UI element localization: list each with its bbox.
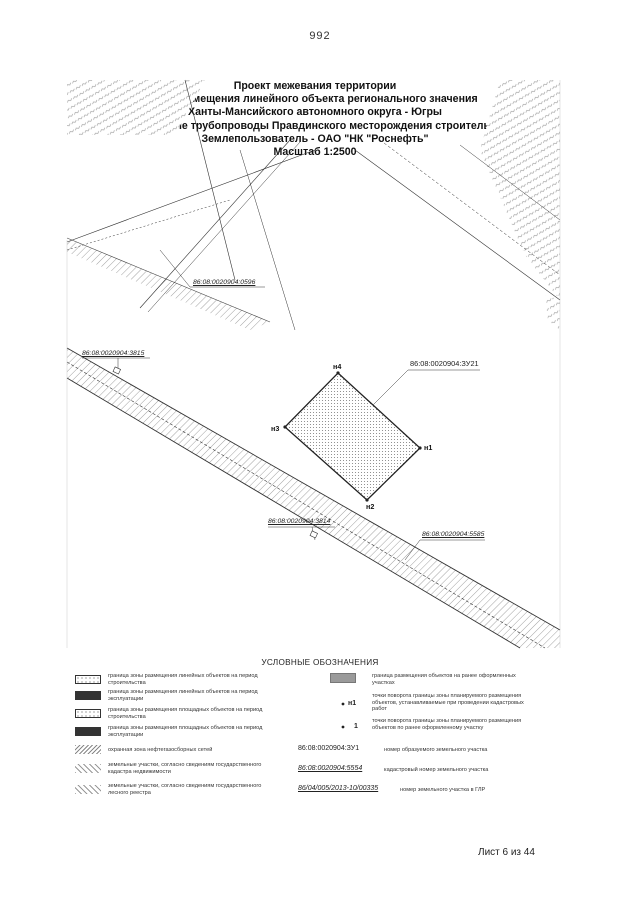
legend-text-linear-construction: граница зоны размещения линейных объекто… <box>108 673 258 686</box>
pipeline-corridor <box>66 347 561 649</box>
legend-text-area-operation: граница зоны размещения площадных объект… <box>108 725 263 738</box>
parcel-label-3814: 86:08:0020904:3814 <box>268 518 331 525</box>
legend-swatch-area-construction <box>75 709 101 718</box>
parcel-label-5585: 86:08:0020904:5585 <box>422 531 485 538</box>
title-line-2: для размещения линейного объекта региона… <box>152 93 478 106</box>
hatch-band-left <box>66 237 271 330</box>
title-line-1: Проект межевания территории <box>233 80 397 92</box>
title-line-5: Землепользователь - ОАО "НК "Роснефть" <box>201 132 429 145</box>
title-line-4: "Нефтегазосборные трубопроводы Правдинск… <box>80 119 550 132</box>
vertex-n3 <box>283 425 287 429</box>
legend-swatch-linear-operation <box>75 691 101 700</box>
point-label-n2: н2 <box>366 502 375 511</box>
legend-text-cadastral-number: кадастровый номер земельного участка <box>384 767 489 773</box>
sheet-number: Лист 6 из 44 <box>478 847 535 858</box>
legend-text-glr-number: номер земельного участка в ГЛР <box>400 787 486 793</box>
vertex-n1 <box>418 446 422 450</box>
vertex-n2 <box>365 498 369 502</box>
legend-swatch-prior-objects <box>330 673 356 683</box>
legend-text-area-construction: граница зоны размещения площадных объект… <box>108 707 263 720</box>
small-objects <box>112 366 318 539</box>
legend-text-planned-points: точки поворота границы зоны планируемого… <box>372 693 524 713</box>
parcel-label-3815: 86:08:0020904:3815 <box>82 350 145 357</box>
point-label-n4: н4 <box>333 362 342 371</box>
point-label-n3: н3 <box>271 424 280 433</box>
parcel-label-0596: 86:08:0020904:0596 <box>193 279 256 286</box>
legend-text-linear-operation: граница зоны размещения линейных объекто… <box>108 689 258 702</box>
hatch-zone-top-left <box>67 80 205 135</box>
legend-swatch-forest-parcels <box>75 785 101 794</box>
legend-text-forest-parcels: земельные участки, согласно сведениям го… <box>108 783 262 796</box>
point-label-n1: н1 <box>424 443 433 452</box>
legend-text-new-parcel-number: номер образуемого земельного участка <box>384 747 488 753</box>
vertex-n4 <box>336 371 340 375</box>
legend-symbol-glr: 86/04/005/2013-10/00335 <box>298 785 379 792</box>
legend-symbols <box>341 702 345 729</box>
parcel-label-zu21: 86:08:0020904:ЗУ21 <box>410 359 479 368</box>
legend-swatch-protection-zone <box>75 745 101 754</box>
legend-text-prior-points: точки поворота границы зоны планируемого… <box>372 718 522 731</box>
legend-text-protection-zone: охранная зона нефтегазосборных сетей <box>108 747 213 753</box>
hatch-zone-right-middle <box>545 295 560 330</box>
boundary-lines <box>66 79 561 648</box>
legend-swatch-area-operation <box>75 727 101 736</box>
legend-symbol-1: 1 <box>354 723 358 730</box>
legend-swatch-cadastre-parcels <box>75 764 101 773</box>
title-line-3: Ханты-Мансийского автономного округа - Ю… <box>188 106 442 119</box>
parcel-zu21 <box>283 371 422 502</box>
legend-title: УСЛОВНЫЕ ОБОЗНАЧЕНИЯ <box>261 658 379 667</box>
title-line-6: Масштаб 1:2500 <box>273 146 357 159</box>
legend-text-prior-objects: граница размещения объектов на ранее офо… <box>372 673 516 686</box>
legend-symbol-cadastral: 86:08:0020904:5554 <box>298 765 363 772</box>
legend-symbol-zu1: 86:08:0020904:ЗУ1 <box>298 745 360 752</box>
page-number: 992 <box>309 30 331 42</box>
legend-swatch-linear-construction <box>75 675 101 684</box>
legend-text-cadastre-parcels: земельные участки, согласно сведениям го… <box>108 762 262 775</box>
legend-symbol-n1: н1 <box>348 700 357 707</box>
map-title: Проект межевания территории для размещен… <box>70 80 560 159</box>
